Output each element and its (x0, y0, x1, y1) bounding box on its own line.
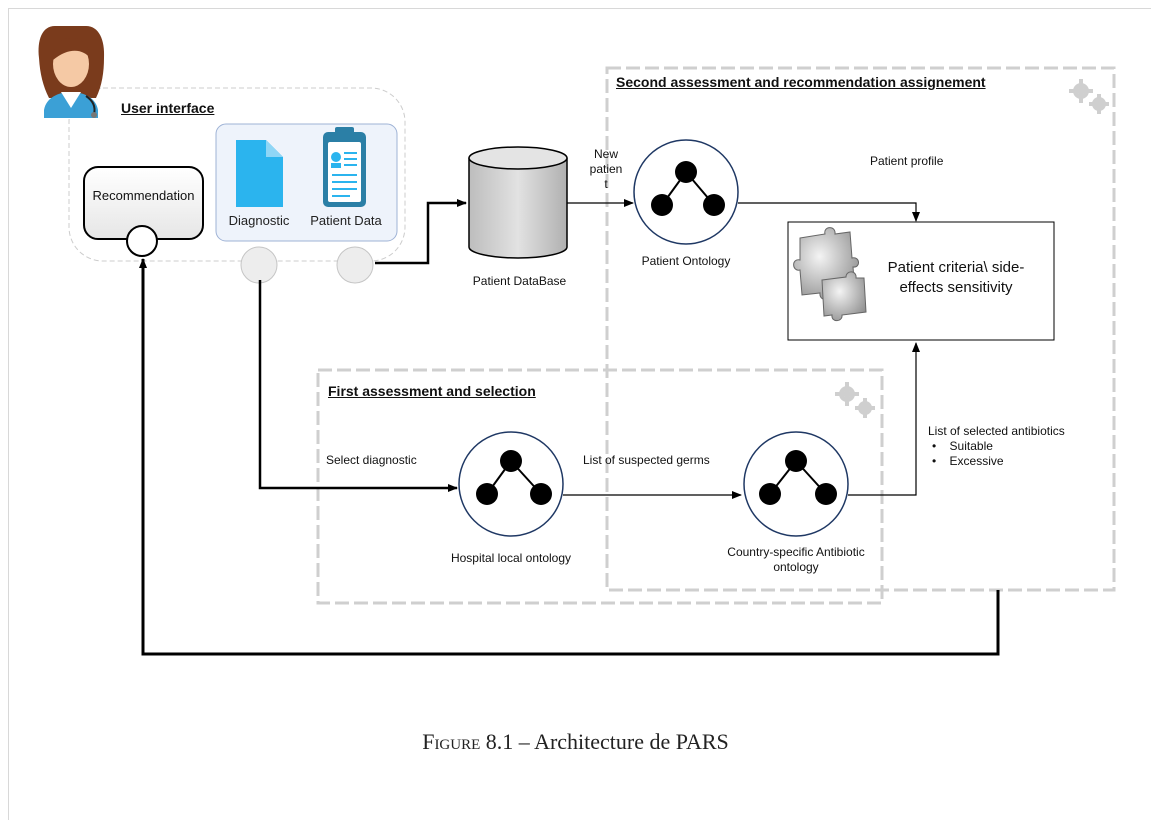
country-ontology-label: Country-specific Antibiotic ontology (706, 545, 886, 575)
selected-antibiotics-arrow (848, 342, 920, 496)
new-patient-line: patien (589, 162, 623, 176)
new-patient-line: New (593, 147, 618, 161)
caption-text: Architecture de PARS (534, 729, 729, 754)
bullet-excessive: Excessive (949, 454, 1004, 468)
diagnostic-port (240, 246, 278, 284)
patient-profile-label: Patient profile (870, 154, 944, 168)
hospital-ontology-label: Hospital local ontology (450, 551, 572, 565)
bullet-suitable: Suitable (949, 439, 993, 453)
country-ontology-line: ontology (773, 560, 819, 574)
new-patient-line: t (604, 177, 608, 191)
puzzle-icon (793, 227, 867, 322)
gear-icon (835, 382, 875, 418)
selected-antibiotics-title: List of selected antibiotics (928, 424, 1065, 438)
diagnostic-label: Diagnostic (228, 213, 290, 228)
figure-number: Figure 8.1 (422, 729, 514, 754)
gear-icon (1069, 79, 1109, 114)
country-antibiotic-ontology-node (743, 431, 849, 537)
caption-separator: – (513, 729, 535, 754)
selected-antibiotics-label: List of selected antibiotics • Suitable … (928, 424, 1065, 469)
new-patient-label: New patien t (586, 147, 626, 192)
bullet-item: • Suitable (932, 439, 993, 453)
country-ontology-line: Country-specific Antibiotic (727, 545, 865, 559)
page-frame (8, 8, 1151, 820)
patient-data-label: Patient Data (310, 213, 382, 228)
doctor-avatar-icon (38, 26, 105, 118)
bullet-item: • Excessive (932, 454, 1004, 468)
select-diagnostic-label: Select diagnostic (326, 453, 417, 467)
diagnostic-document-icon (236, 140, 283, 207)
patient-database-cylinder (468, 146, 568, 259)
ui-to-database-arrow (375, 199, 467, 265)
recommendation-port (126, 225, 158, 257)
second-panel-title: Second assessment and recommendation ass… (616, 74, 986, 90)
criteria-line: Patient criteria\ side- (887, 259, 1025, 276)
patient-data-port (336, 246, 374, 284)
second-assessment-panel (605, 66, 1116, 592)
patient-ontology-label: Patient Ontology (641, 254, 731, 268)
patient-database-label: Patient DataBase (472, 274, 567, 288)
patient-profile-arrow (738, 202, 920, 222)
suspected-germs-label: List of suspected germs (583, 453, 710, 467)
patient-data-clipboard-icon (323, 127, 366, 207)
hospital-local-ontology-node (458, 431, 564, 537)
select-diagnostic-arrow (258, 280, 458, 492)
first-panel-title: First assessment and selection (328, 383, 536, 399)
recommendation-feedback-arrow (139, 258, 1000, 656)
patient-criteria-text: Patient criteria\ side- effects sensitiv… (866, 258, 1046, 298)
recommendation-label: Recommendation (92, 188, 195, 203)
criteria-line: effects sensitivity (899, 279, 1013, 296)
figure-caption: Figure 8.1 – Architecture de PARS (0, 729, 1151, 755)
patient-ontology-node (633, 139, 739, 245)
user-interface-title: User interface (121, 100, 215, 116)
